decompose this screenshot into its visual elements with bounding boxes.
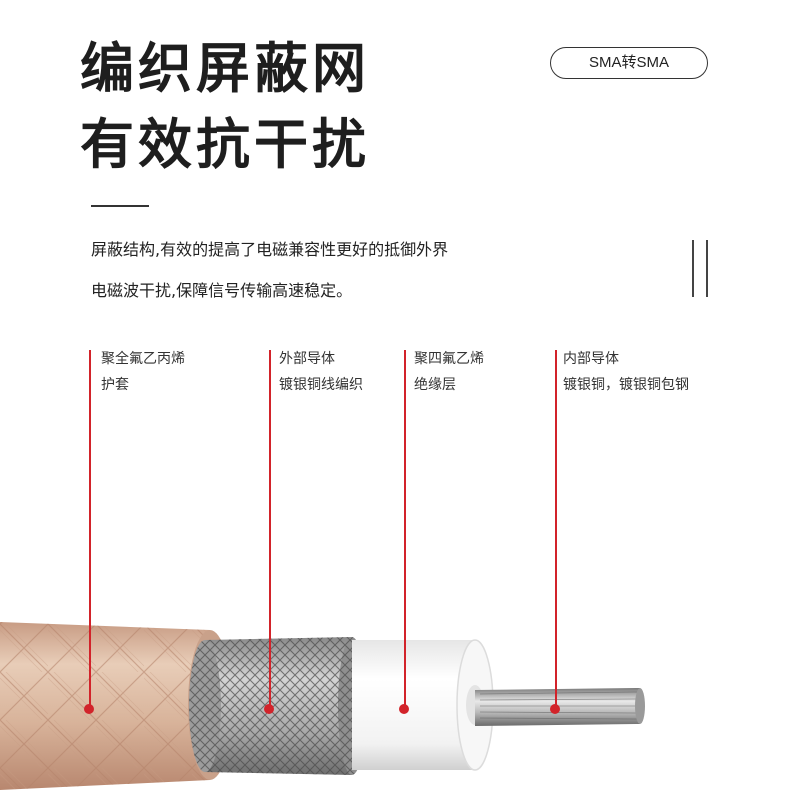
description-line-1: 屏蔽结构,有效的提高了电磁兼容性更好的抵御外界: [91, 240, 449, 259]
leader-line-jacket: [89, 350, 91, 708]
label-outer-conductor-line-1: 外部导体: [279, 351, 335, 367]
leader-line-outer-conductor: [269, 350, 271, 708]
headline-line-1: 编织屏蔽网: [80, 37, 370, 100]
leader-dot-jacket: [84, 704, 94, 714]
label-inner-conductor: 内部导体 镀银铜，镀银铜包钢: [563, 346, 689, 398]
description-line-2: 电磁波干扰,保障信号传输高速稳定。: [91, 281, 353, 300]
label-inner-conductor-line-2: 镀银铜，镀银铜包钢: [563, 377, 689, 393]
headline-line-2: 有效抗干扰: [80, 113, 370, 176]
label-inner-conductor-line-1: 内部导体: [563, 351, 619, 367]
leader-dot-outer-conductor: [264, 704, 274, 714]
divider: [91, 205, 149, 207]
label-insulation: 聚四氟乙烯 绝缘层: [414, 346, 484, 398]
product-badge: SMA转SMA: [550, 47, 708, 79]
label-jacket-line-1: 聚全氟乙丙烯: [101, 351, 185, 367]
insulation-layer: [352, 639, 494, 771]
label-insulation-line-2: 绝缘层: [414, 377, 456, 393]
leader-line-insulation: [404, 350, 406, 708]
leader-line-inner-conductor: [555, 350, 557, 708]
leader-dot-inner-conductor: [550, 704, 560, 714]
inner-conductor: [475, 688, 645, 726]
label-outer-conductor: 外部导体 镀银铜线编织: [279, 346, 363, 398]
label-jacket: 聚全氟乙丙烯 护套: [101, 346, 185, 398]
label-jacket-line-2: 护套: [101, 377, 129, 393]
decor-bar-left: [692, 240, 694, 297]
braid-layer: [189, 637, 366, 775]
decor-bar-right: [706, 240, 708, 297]
label-insulation-line-1: 聚四氟乙烯: [414, 351, 484, 367]
label-outer-conductor-line-2: 镀银铜线编织: [279, 377, 363, 393]
leader-dot-insulation: [399, 704, 409, 714]
